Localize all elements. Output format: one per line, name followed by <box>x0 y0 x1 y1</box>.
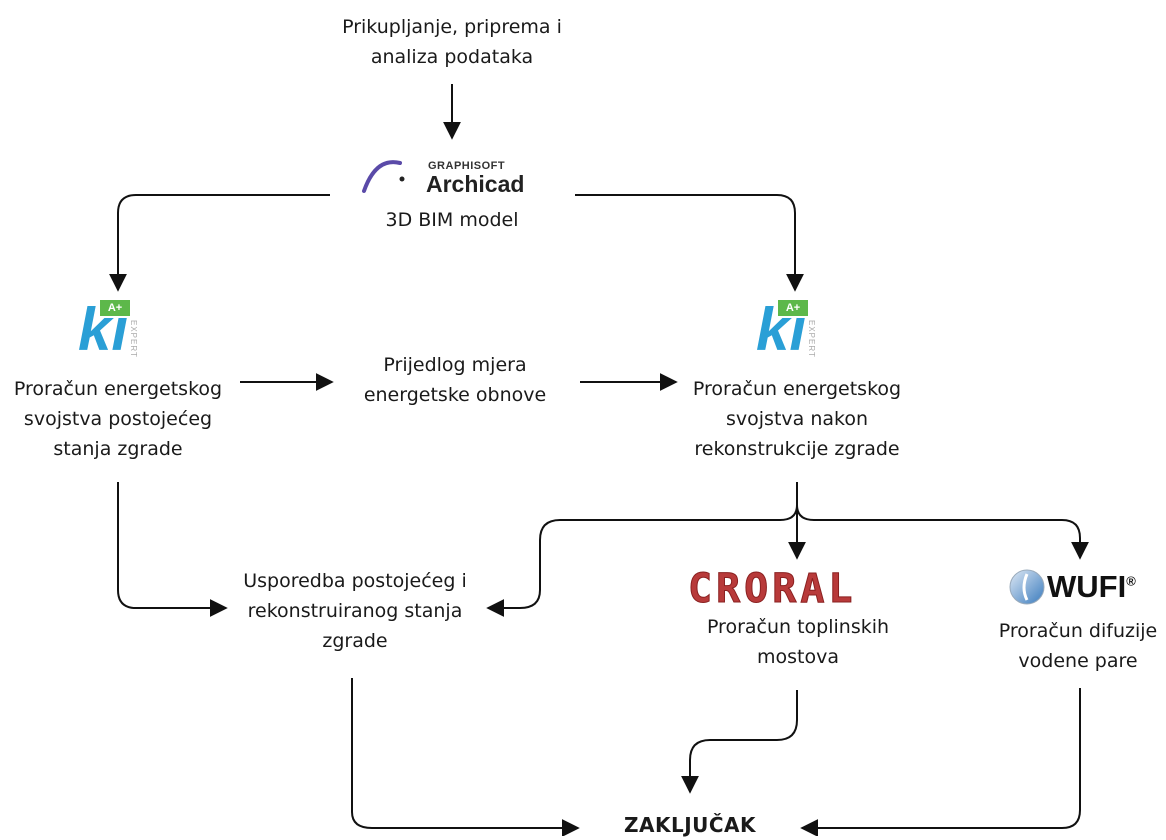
node-comparison-line-1: Usporedba postojećeg i <box>243 570 467 592</box>
wufi-icon <box>1009 569 1045 605</box>
node-renovation-measures: Prijedlog mjera energetske obnove <box>342 350 568 410</box>
node-energy-after-line-3: rekonstrukcije zgrade <box>694 438 900 460</box>
archicad-product: Archicad <box>426 171 525 197</box>
node-energy-existing-line-2: svojstva postojećeg <box>23 408 213 430</box>
node-vapour-diffusion-line-1: Proračun difuzije <box>998 620 1158 642</box>
ki-expert-sub-left: EXPERT <box>129 320 138 358</box>
node-renovation-measures-line-1: Prijedlog mjera <box>383 354 527 376</box>
croral-logo: CRORAL <box>688 566 857 613</box>
node-thermal-bridges: Proračun toplinskih mostova <box>684 612 912 672</box>
ki-expert-badge-right: A+ <box>778 300 808 316</box>
ki-expert-badge-left: A+ <box>100 300 130 316</box>
arrow-bim-to-after <box>575 194 804 292</box>
ki-expert-logo-left: ki A+ EXPERT <box>78 298 148 366</box>
arrow-thermal-to-conclusion <box>681 690 798 794</box>
ki-expert-logo-right: ki A+ EXPERT <box>756 298 826 366</box>
node-data-collection-line-2: analiza podataka <box>370 46 534 68</box>
arrow-existing-to-comparison <box>117 482 228 617</box>
arrow-bim-to-existing <box>109 194 330 292</box>
node-thermal-bridges-line-2: mostova <box>757 646 839 668</box>
wufi-logo: WUFI® <box>1047 569 1136 605</box>
archicad-arc-icon <box>362 160 405 193</box>
node-thermal-bridges-line-1: Proračun toplinskih <box>706 616 890 638</box>
node-energy-after-line-1: Proračun energetskog <box>692 378 902 400</box>
node-energy-after-line-2: svojstva nakon <box>726 408 868 430</box>
arrow-vapour-to-conclusion <box>800 688 1081 836</box>
node-bim-model: 3D BIM model <box>352 205 552 235</box>
ki-expert-sub-right: EXPERT <box>807 320 816 358</box>
node-data-collection: Prikupljanje, priprema i analiza podatak… <box>322 12 582 72</box>
node-renovation-measures-line-2: energetske obnove <box>363 384 547 406</box>
node-comparison-line-2: rekonstruiranog stanja <box>247 600 463 622</box>
node-energy-existing: Proračun energetskog svojstva postojećeg… <box>0 374 236 464</box>
node-bim-model-line-1: 3D BIM model <box>385 209 519 231</box>
wufi-text: WUFI <box>1047 569 1127 604</box>
node-energy-existing-line-3: stanja zgrade <box>53 438 183 460</box>
node-comparison: Usporedba postojećeg i rekonstruiranog s… <box>224 566 486 656</box>
arrow-after-to-wufi <box>796 504 1089 560</box>
node-vapour-diffusion-line-2: vodene pare <box>1018 650 1138 672</box>
wufi-registered-mark: ® <box>1126 573 1136 589</box>
node-data-collection-line-1: Prikupljanje, priprema i <box>342 16 562 38</box>
node-vapour-diffusion: Proračun difuzije vodene pare <box>990 616 1166 676</box>
node-conclusion: ZAKLJUČAK <box>590 810 790 840</box>
node-conclusion-label: ZAKLJUČAK <box>623 813 757 837</box>
archicad-brand: GRAPHISOFT <box>428 160 506 172</box>
node-energy-after: Proračun energetskog svojstva nakon reko… <box>676 374 918 464</box>
node-comparison-line-3: zgrade <box>322 630 388 652</box>
arrow-after-to-comparison <box>486 504 798 617</box>
arrow-comparison-to-conclusion <box>351 678 580 836</box>
node-energy-existing-line-1: Proračun energetskog <box>13 378 223 400</box>
